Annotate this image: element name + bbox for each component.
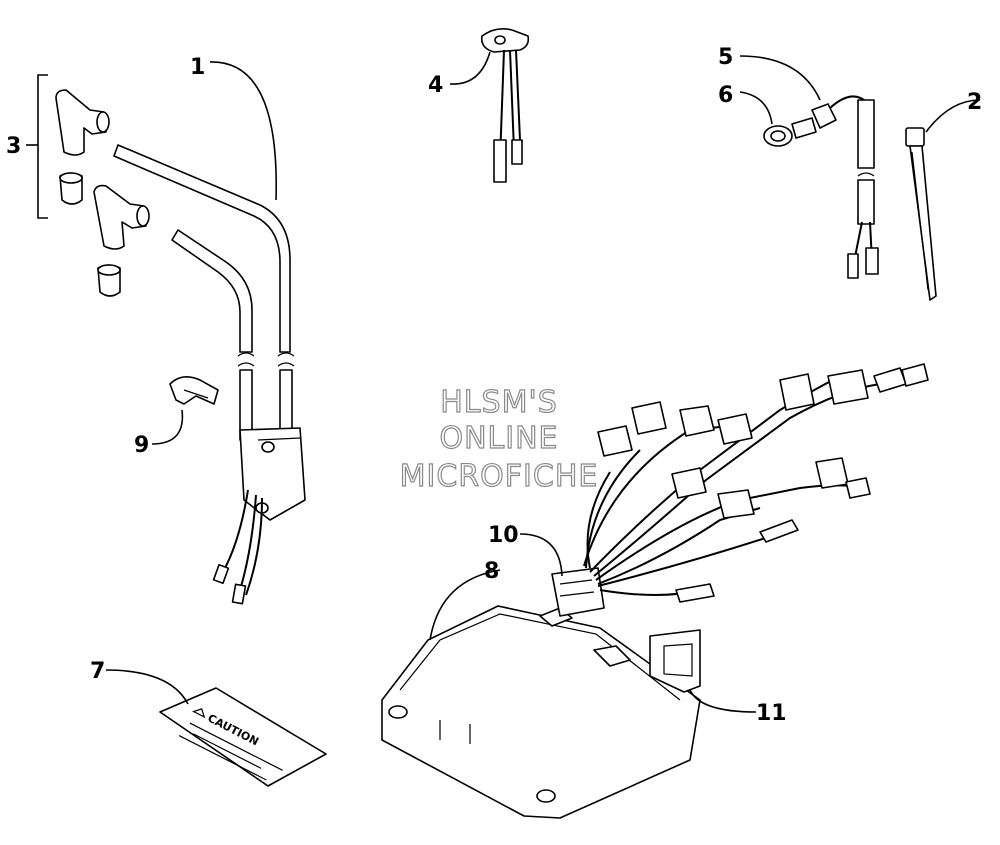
callout-7: 7 (90, 659, 105, 684)
sensor-with-leads (480, 28, 530, 183)
callout-numbers: 1 2 3 4 5 6 7 8 9 10 11 (6, 45, 982, 726)
relay-module (649, 629, 701, 693)
watermark-line-1: HLSM'S (440, 385, 558, 420)
watermark: HLSM'S ONLINE MICROFICHE (399, 384, 599, 494)
callout-6: 6 (718, 83, 733, 108)
cable-tie (905, 127, 937, 301)
watermark-line-3: MICROFICHE (400, 459, 599, 494)
control-module (381, 605, 701, 819)
wire-clip (169, 376, 219, 405)
callout-11: 11 (756, 701, 787, 726)
watermark-line-2: ONLINE (439, 421, 558, 456)
callout-9: 9 (134, 433, 149, 458)
callout-2: 2 (967, 90, 982, 115)
wiring-harness (551, 363, 929, 617)
callout-4: 4 (428, 73, 443, 98)
callout-10: 10 (488, 523, 519, 548)
leader-lines (105, 51, 981, 713)
spark-plug-caps (26, 74, 150, 297)
callout-3: 3 (6, 134, 21, 159)
callout-8: 8 (484, 559, 499, 584)
callout-5: 5 (718, 45, 733, 70)
ignition-coil-assembly (113, 144, 306, 605)
caution-decal: CAUTION (159, 687, 327, 787)
temperature-sensor (763, 95, 879, 279)
callout-1: 1 (190, 55, 205, 80)
